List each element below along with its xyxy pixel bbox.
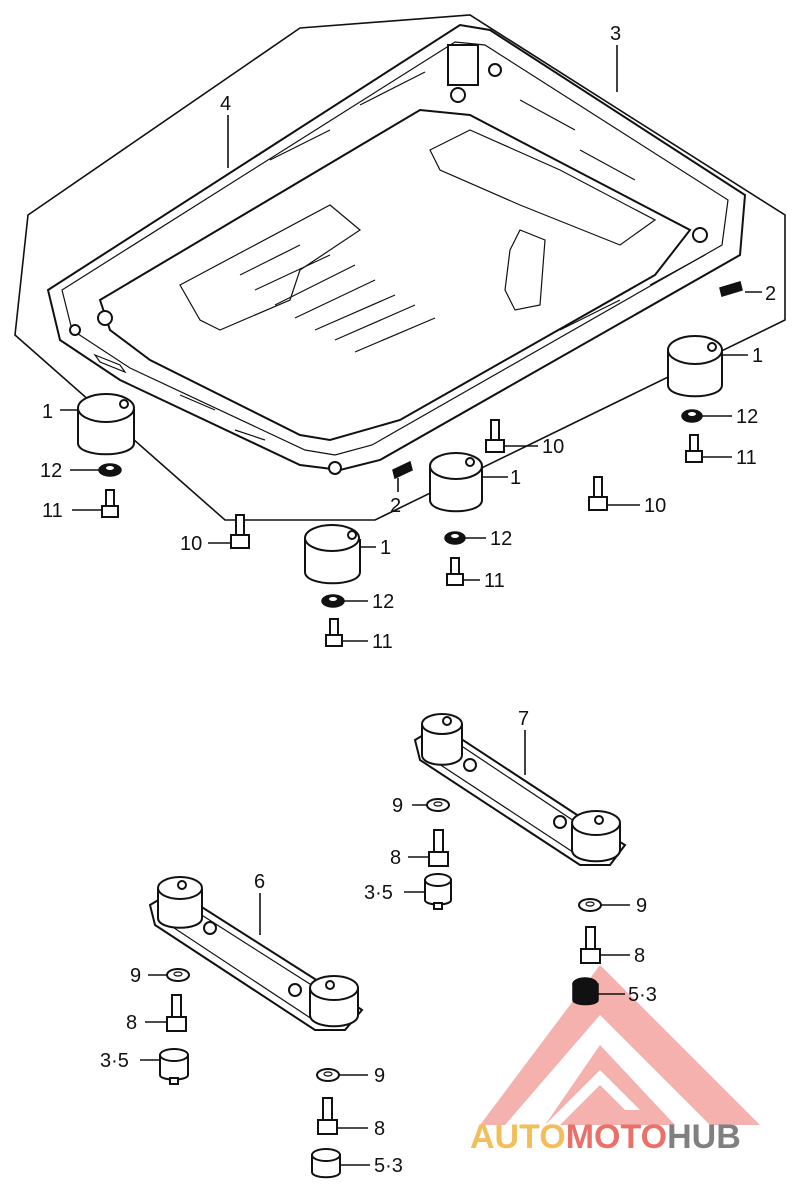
washers-part-12 (98, 409, 703, 608)
callout-8-left: 8 (126, 1012, 137, 1034)
callout-8-top: 8 (390, 847, 401, 869)
watermark-text-hub: HUB (667, 1118, 741, 1156)
callout-4: 4 (220, 93, 231, 115)
callout-10-top: 10 (542, 436, 564, 458)
battery-tray (46, 23, 747, 475)
cushion-1-left (77, 393, 135, 456)
bolts-part-11 (101, 434, 703, 647)
callout-8-right: 8 (634, 945, 645, 967)
callout-11-right: 11 (736, 447, 757, 469)
callout-labels: 3 4 2 2 1 1 1 1 12 12 12 12 11 11 11 11 … (40, 23, 776, 1177)
washers-part-9 (166, 798, 602, 1082)
watermark-text-moto: MOTO (566, 1118, 667, 1156)
callout-9-bottom: 9 (374, 1065, 385, 1087)
watermark-logo: AUTOMOTOHUB (470, 965, 760, 1156)
callout-1-left: 1 (42, 401, 53, 423)
callout-12-center: 12 (490, 528, 512, 550)
callout-2-right: 2 (765, 283, 776, 305)
callout-3-5-top: 3·5 (364, 882, 393, 904)
bolts-part-8 (166, 829, 601, 1135)
callout-3-5-left: 3·5 (100, 1050, 129, 1072)
callout-3: 3 (610, 23, 621, 45)
callout-5-3-right: 5·3 (628, 984, 657, 1006)
tray-vent-slots (239, 244, 436, 353)
callout-10-right: 10 (644, 495, 666, 517)
cushion-1-lower (304, 524, 361, 585)
callout-11-lower: 11 (372, 631, 393, 653)
bracket-part-7 (413, 713, 627, 866)
assembly-group-outline (14, 14, 786, 521)
tab-part-2-bottom (392, 460, 413, 480)
bracket-part-6 (148, 876, 364, 1031)
watermark-text-auto: AUTO (470, 1118, 566, 1156)
callout-11-left: 11 (42, 500, 63, 522)
callout-9-left: 9 (130, 965, 141, 987)
callout-7: 7 (518, 708, 529, 730)
svg-text:AUTOMOTOHUB: AUTOMOTOHUB (470, 1118, 741, 1156)
callout-8-bottom: 8 (374, 1118, 385, 1140)
callout-1-lower: 1 (380, 537, 391, 559)
callout-12-lower: 12 (372, 591, 394, 613)
cushion-1-center (429, 452, 483, 513)
callout-1-center: 1 (510, 467, 521, 489)
watermark-triangle (480, 965, 760, 1125)
collars-part-3-5 (159, 873, 599, 1179)
cushion-1-right (667, 335, 723, 398)
tab-part-2-right (719, 281, 743, 297)
callout-1-right: 1 (752, 345, 763, 367)
callout-6: 6 (254, 871, 265, 893)
callout-9-right: 9 (636, 895, 647, 917)
callout-12-left: 12 (40, 460, 62, 482)
callout-2-bottom: 2 (390, 495, 401, 517)
bolts-part-10 (230, 419, 608, 549)
callout-9-top: 9 (392, 795, 403, 817)
callout-10-left: 10 (180, 533, 202, 555)
callout-5-3-bottom: 5·3 (374, 1155, 403, 1177)
tray-bolts (69, 63, 708, 475)
callout-12-right: 12 (736, 406, 758, 428)
callout-11-center: 11 (484, 570, 505, 592)
tray-side-slots (179, 71, 706, 441)
